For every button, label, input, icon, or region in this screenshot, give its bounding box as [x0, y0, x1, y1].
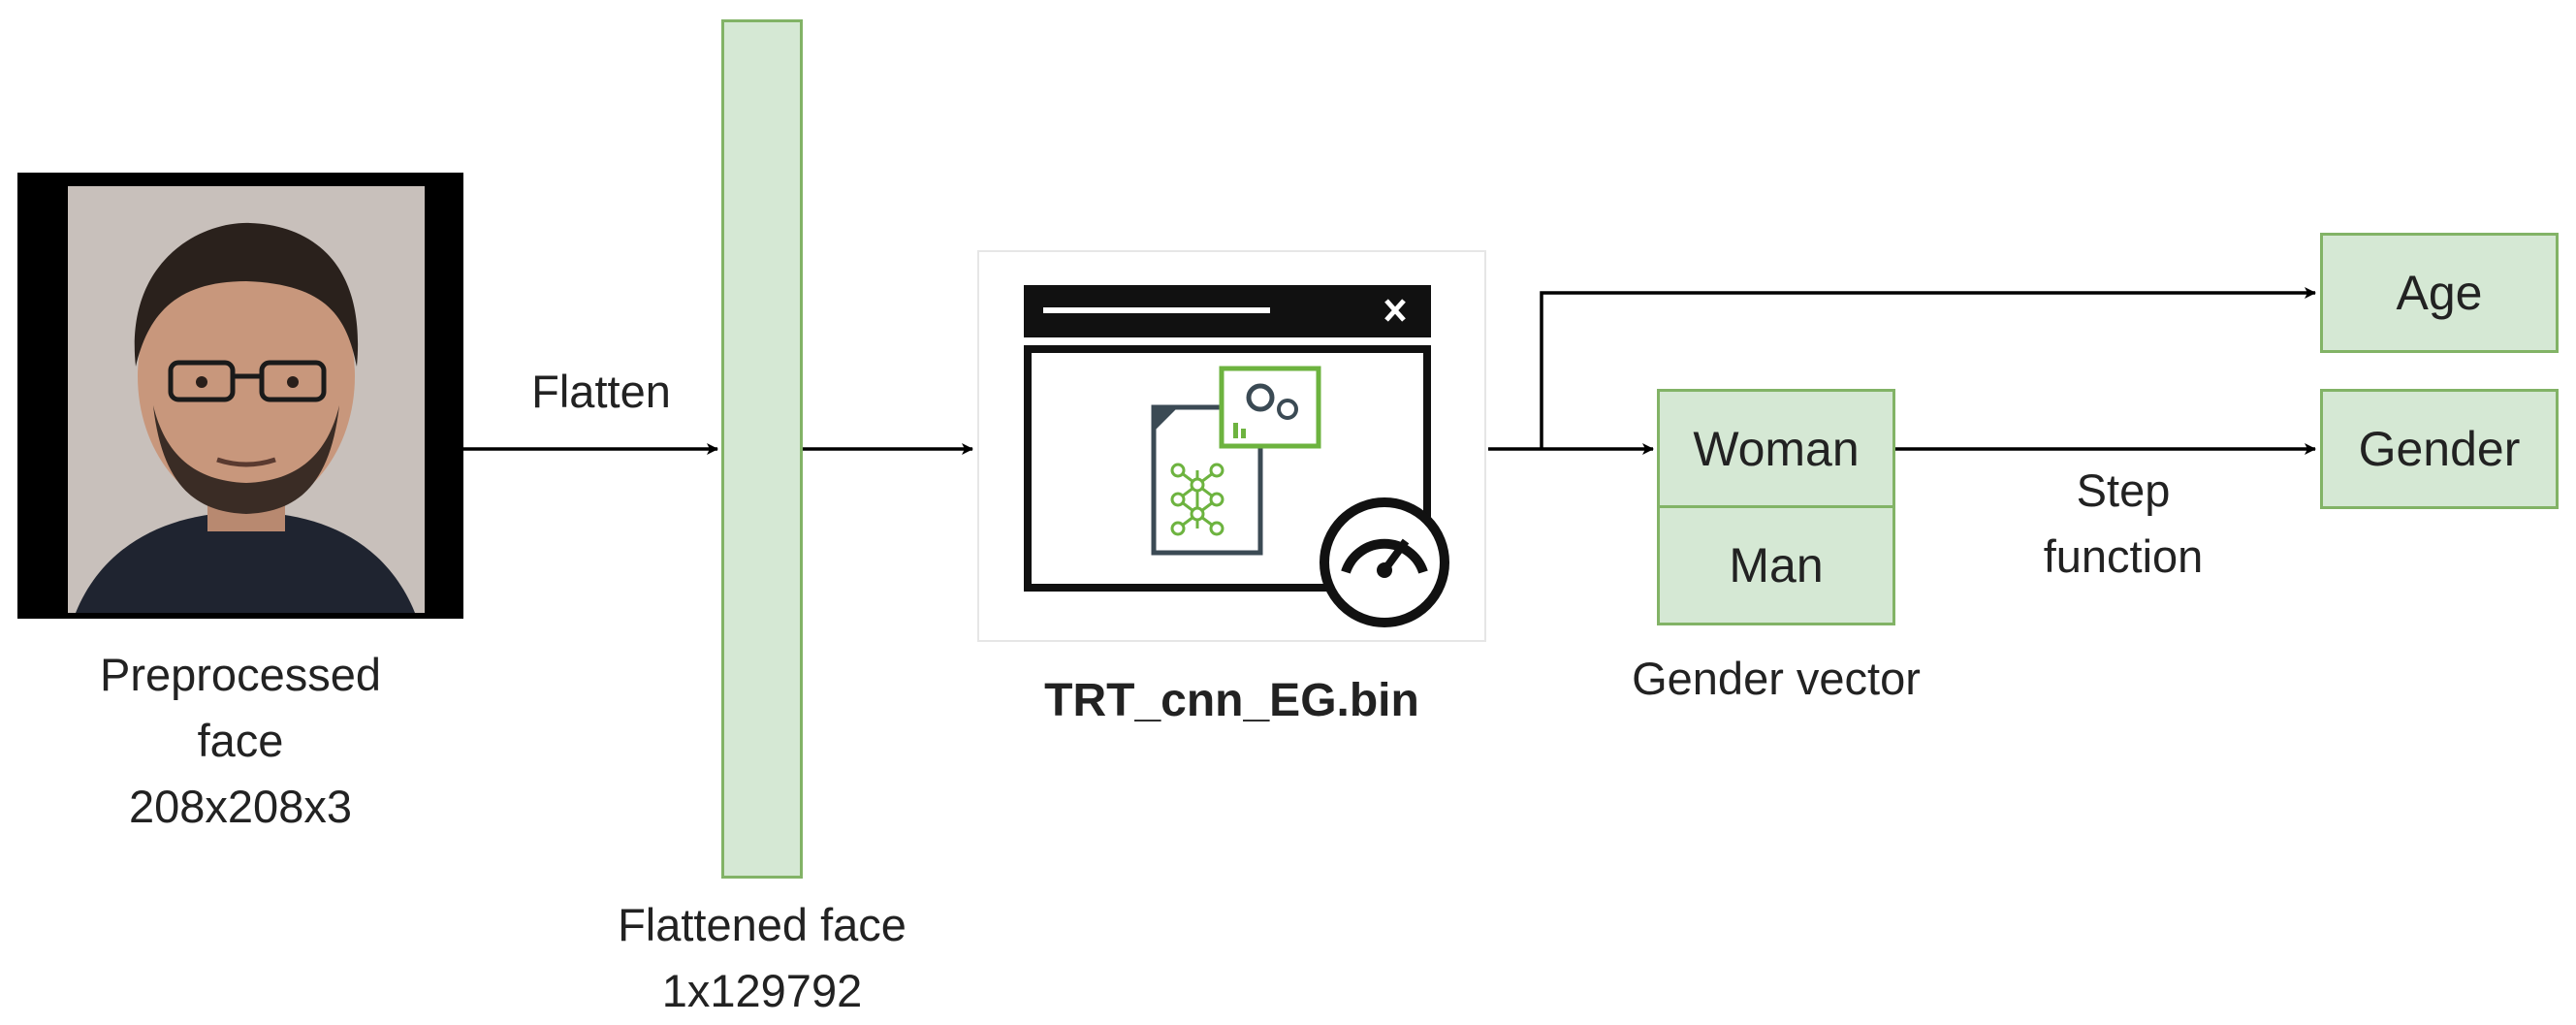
step-function-line1: Step: [2076, 464, 2171, 516]
flattened-face-bar: [721, 19, 803, 879]
preprocessed-face-image: [17, 173, 463, 619]
gender-vector-woman: Woman: [1657, 389, 1895, 508]
model-caption: TRT_cnn_EG.bin: [1044, 675, 1419, 726]
gender-vector-caption: Gender vector: [1632, 653, 1921, 704]
input-caption-line3: 208x208x3: [129, 781, 352, 833]
flatten-edge-label: Flatten: [531, 366, 671, 417]
step-function-label: Step function: [1978, 458, 2269, 590]
step-function-line2: function: [2043, 530, 2204, 583]
output-age: Age: [2320, 233, 2559, 353]
input-caption: Preprocessed face 208x208x3: [17, 642, 463, 840]
output-gender: Gender: [2320, 389, 2559, 509]
input-caption-line1: Preprocessed: [100, 649, 381, 700]
model-icon-frame: [977, 250, 1486, 642]
input-caption-line2: face: [197, 715, 284, 767]
arrow-model-to-age: [1540, 287, 2316, 449]
tensorrt-engine-icon: [1024, 285, 1449, 627]
flattened-caption-line2: 1x129792: [661, 965, 863, 1017]
face-photo-placeholder: [68, 186, 425, 613]
gender-vector-man: Man: [1657, 505, 1895, 625]
flattened-caption: Flattened face 1x129792: [549, 892, 975, 1024]
flattened-caption-line1: Flattened face: [618, 899, 906, 950]
